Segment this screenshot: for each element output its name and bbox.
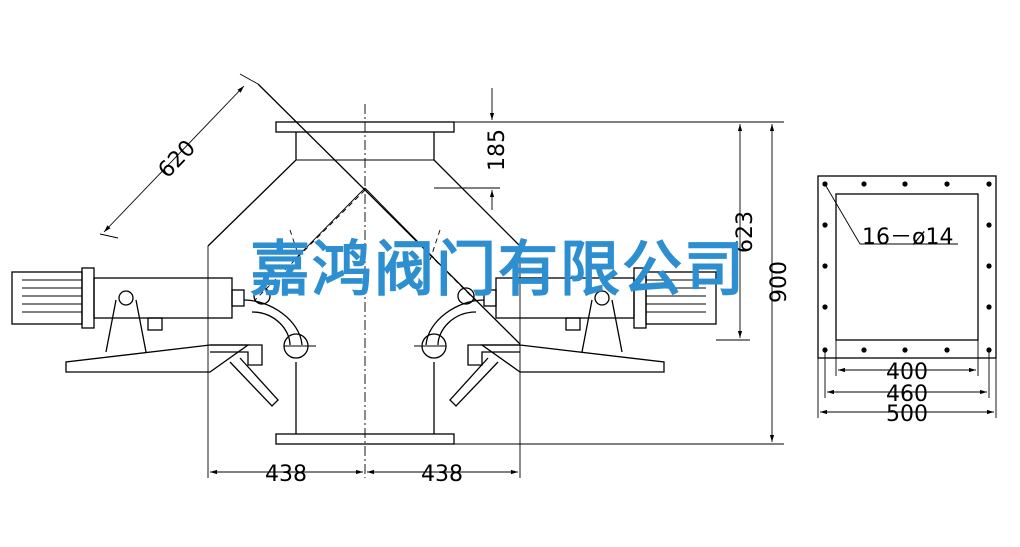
bolt-holes-label: 16－ø14 <box>862 225 953 250</box>
left-flap <box>229 287 316 407</box>
flange-inner <box>835 193 979 341</box>
flange-outer <box>817 175 997 359</box>
dim-623-text: 623 <box>733 211 758 253</box>
right-actuator <box>483 267 717 353</box>
dim-460-text: 460 <box>886 382 928 407</box>
dim-185: 185 <box>434 88 750 210</box>
bolt-holes <box>822 181 992 353</box>
dim-620: 620 <box>99 73 259 239</box>
left-base <box>65 344 251 373</box>
right-flap <box>414 287 499 407</box>
dim-900-text: 900 <box>767 261 792 303</box>
dim-500-text: 500 <box>886 402 928 427</box>
dim-900: 900 <box>454 121 792 445</box>
dim-623: 623 <box>716 123 758 341</box>
dim-620-text: 620 <box>154 136 201 184</box>
flange-view: 16－ø14 400 460 500 <box>817 175 997 427</box>
left-actuator <box>11 267 245 353</box>
right-base <box>479 344 665 373</box>
dim-438: 438 438 <box>207 246 521 487</box>
dim-438-left-text: 438 <box>265 462 307 487</box>
chute-line <box>257 83 521 345</box>
front-elevation: 620 185 623 900 438 <box>11 73 792 487</box>
valve-body <box>207 132 521 434</box>
company-watermark: 嘉鸿阀门有限公司 <box>250 235 746 305</box>
dim-185-text: 185 <box>485 129 510 171</box>
dim-438-right-text: 438 <box>421 462 463 487</box>
dim-400-text: 400 <box>886 360 928 385</box>
